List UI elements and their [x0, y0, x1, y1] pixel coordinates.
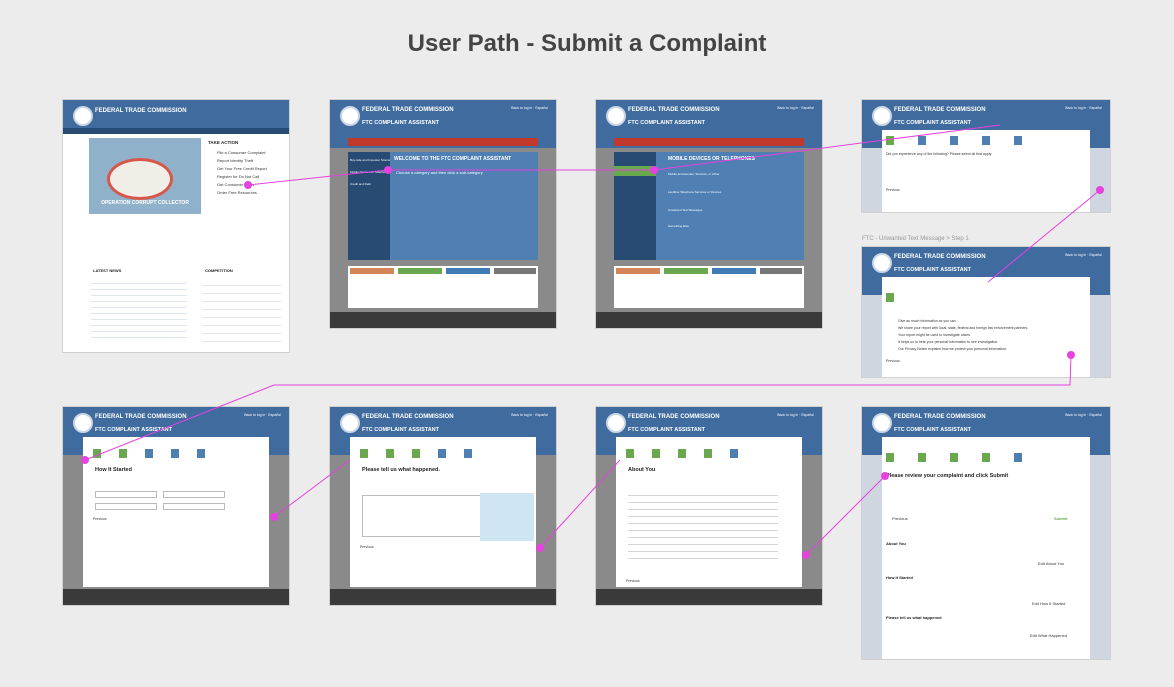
app-name: FTC COMPLAINT ASSISTANT	[95, 427, 172, 433]
step1-question: Did you experience any of the following?…	[886, 152, 993, 156]
mobile-option[interactable]: Something Else	[668, 224, 690, 228]
previous-button[interactable]: Previous	[93, 517, 107, 521]
review-section: How It Started	[886, 575, 913, 580]
action-item[interactable]: Register for Do Not Call	[217, 174, 260, 179]
agency-name: FEDERAL TRADE COMMISSION	[95, 414, 187, 420]
competition-heading: COMPETITION	[205, 268, 233, 273]
previous-button[interactable]: Previous	[360, 545, 374, 549]
take-action-heading: TAKE ACTION	[208, 140, 239, 145]
screen-about-you: FEDERAL TRADE COMMISSION FTC COMPLAINT A…	[596, 407, 822, 605]
mobile-option[interactable]: Unwanted Text Messages	[668, 208, 703, 212]
category-item[interactable]: Mobile Devices or Telephones	[350, 170, 390, 174]
screen-welcome: FEDERAL TRADE COMMISSION FTC COMPLAINT A…	[330, 100, 556, 328]
login-link[interactable]: Back to log in · Español	[511, 413, 548, 417]
ftc-seal-icon	[872, 413, 892, 433]
app-name: FTC COMPLAINT ASSISTANT	[628, 427, 705, 433]
section-heading: About You	[628, 467, 656, 473]
ftc-seal-icon	[340, 413, 360, 433]
action-item[interactable]: Order Free Resources	[217, 190, 257, 195]
screen-review: FEDERAL TRADE COMMISSION FTC COMPLAINT A…	[862, 407, 1110, 659]
review-heading: Please review your complaint and click S…	[886, 473, 1009, 479]
ftc-seal-icon	[73, 413, 93, 433]
category-item[interactable]: Buy-side and Imposter Scams	[350, 158, 391, 162]
action-item[interactable]: Get Your Free Credit Report	[217, 166, 267, 171]
ftc-seal-icon	[872, 253, 892, 273]
page-title: User Path - Submit a Complaint	[407, 30, 767, 57]
agency-name: FEDERAL TRADE COMMISSION	[362, 414, 454, 420]
step-caption: FTC - Unwanted Text Message > Step 1	[862, 236, 969, 242]
ftc-seal-icon	[73, 106, 93, 126]
info-bullet: Your report might be used to investigate…	[898, 333, 971, 337]
latest-news-heading: LATEST NEWS	[93, 268, 122, 273]
app-name: FTC COMPLAINT ASSISTANT	[362, 120, 439, 126]
agency-name: FEDERAL TRADE COMMISSION	[894, 254, 986, 260]
category-item[interactable]: Credit and Debt	[350, 182, 372, 186]
info-bullet: Give as much information as you can.	[898, 319, 957, 323]
login-link[interactable]: Back to log in · Español	[1065, 253, 1102, 257]
agency-name: FEDERAL TRADE COMMISSION	[95, 108, 187, 114]
edit-link[interactable]: Edit What Happened	[1030, 633, 1067, 638]
login-link[interactable]: Back to log in · Español	[244, 413, 281, 417]
previous-button[interactable]: Previous	[892, 516, 908, 521]
action-item[interactable]: File a Consumer Complaint	[217, 150, 266, 155]
app-name: FTC COMPLAINT ASSISTANT	[628, 120, 705, 126]
welcome-headline: WELCOME TO THE FTC COMPLAINT ASSISTANT	[394, 156, 512, 162]
info-bullet: We share your report with local, state, …	[898, 326, 1029, 330]
screen-what-happened: FEDERAL TRADE COMMISSION FTC COMPLAINT A…	[330, 407, 556, 605]
ftc-seal-icon	[606, 106, 626, 126]
info-bullet: Our Privacy Notice explains how we prote…	[898, 347, 1007, 351]
login-link[interactable]: Back to log in · Español	[777, 413, 814, 417]
mobile-option[interactable]: Mobile Accessories, Services, or Other	[668, 172, 720, 176]
section-heading: How It Started	[95, 467, 132, 473]
agency-name: FEDERAL TRADE COMMISSION	[628, 107, 720, 113]
login-link[interactable]: Back to log in · Español	[1065, 413, 1102, 417]
screen-homepage: FEDERAL TRADE COMMISSION OPERATION CORRU…	[63, 100, 289, 352]
previous-button[interactable]: Previous	[886, 188, 900, 192]
agency-name: FEDERAL TRADE COMMISSION	[894, 414, 986, 420]
welcome-sub: Choose a category and then click a sub-c…	[396, 170, 483, 175]
ftc-seal-icon	[606, 413, 626, 433]
app-name: FTC COMPLAINT ASSISTANT	[362, 427, 439, 433]
previous-button[interactable]: Previous	[886, 359, 900, 363]
login-link[interactable]: Back to log in · Español	[777, 106, 814, 110]
screen-mobile-devices: FEDERAL TRADE COMMISSION FTC COMPLAINT A…	[596, 100, 822, 328]
login-link[interactable]: Back to log in · Español	[511, 106, 548, 110]
agency-name: FEDERAL TRADE COMMISSION	[362, 107, 454, 113]
mobile-option[interactable]: Landline Telephone Services or Devices	[668, 190, 722, 194]
screen-step1: FEDERAL TRADE COMMISSION FTC COMPLAINT A…	[862, 100, 1110, 212]
hero-headline: OPERATION CORRUPT COLLECTOR	[101, 200, 189, 206]
screen-info: FEDERAL TRADE COMMISSION FTC COMPLAINT A…	[862, 247, 1110, 377]
section-heading: Please tell us what happened.	[362, 467, 440, 473]
ftc-seal-icon	[872, 106, 892, 126]
app-name: FTC COMPLAINT ASSISTANT	[894, 267, 971, 273]
review-section: Please tell us what happened	[886, 615, 942, 620]
review-section: About You	[886, 541, 906, 546]
mobile-headline: MOBILE DEVICES OR TELEPHONES	[668, 156, 755, 162]
login-link[interactable]: Back to log in · Español	[1065, 106, 1102, 110]
submit-button[interactable]: Submit	[1054, 516, 1068, 521]
previous-button[interactable]: Previous	[626, 579, 640, 583]
app-name: FTC COMPLAINT ASSISTANT	[894, 120, 971, 126]
screen-how-it-started: FEDERAL TRADE COMMISSION FTC COMPLAINT A…	[63, 407, 289, 605]
action-item[interactable]: Get Consumer Alerts	[217, 182, 255, 187]
agency-name: FEDERAL TRADE COMMISSION	[628, 414, 720, 420]
ftc-seal-icon	[340, 106, 360, 126]
info-bullet: It helps us to hear your personal inform…	[898, 340, 999, 344]
hero-image: OPERATION CORRUPT COLLECTOR	[89, 138, 201, 214]
agency-name: FEDERAL TRADE COMMISSION	[894, 107, 986, 113]
edit-link[interactable]: Edit About You	[1038, 561, 1065, 566]
action-item[interactable]: Report Identity Theft	[217, 158, 254, 163]
edit-link[interactable]: Edit How It Started	[1032, 601, 1066, 606]
app-name: FTC COMPLAINT ASSISTANT	[894, 427, 971, 433]
